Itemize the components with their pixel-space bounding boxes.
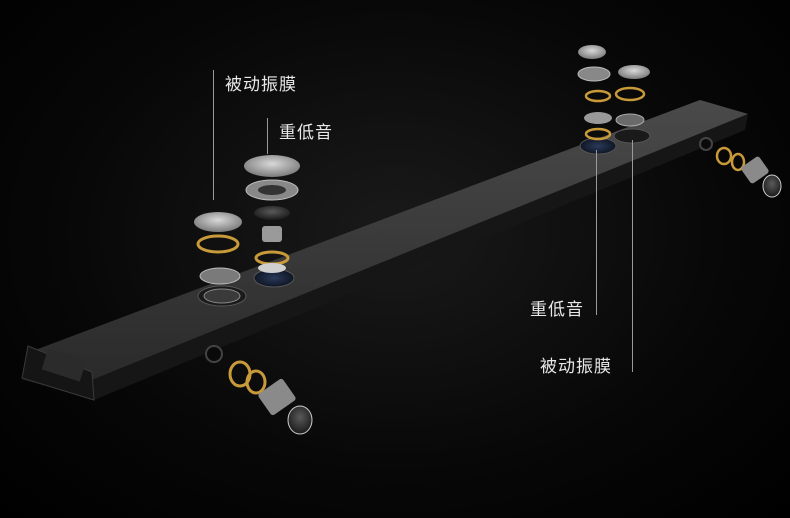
label-left-bass: 重低音: [279, 123, 333, 143]
left-passive-radiator-stack: [194, 212, 242, 304]
label-right-passive-radiator: 被动振膜: [540, 357, 612, 377]
leader-right-bass: [596, 150, 597, 315]
label-left-passive-radiator: 被动振膜: [225, 75, 297, 95]
right-end-tweeter-stack: [715, 146, 782, 198]
soundbar-body: [21, 100, 748, 401]
label-right-bass: 重低音: [530, 300, 584, 320]
right-driver-stacks: [577, 45, 650, 141]
leader-left-passive: [213, 70, 214, 200]
soundbar-top-face: [30, 100, 748, 380]
soundbar-side-face: [92, 114, 748, 400]
leader-right-passive: [632, 140, 633, 372]
leader-left-bass: [267, 118, 268, 154]
left-bass-driver-stack: [244, 155, 300, 273]
left-end-tweeter-stack: [228, 360, 313, 435]
